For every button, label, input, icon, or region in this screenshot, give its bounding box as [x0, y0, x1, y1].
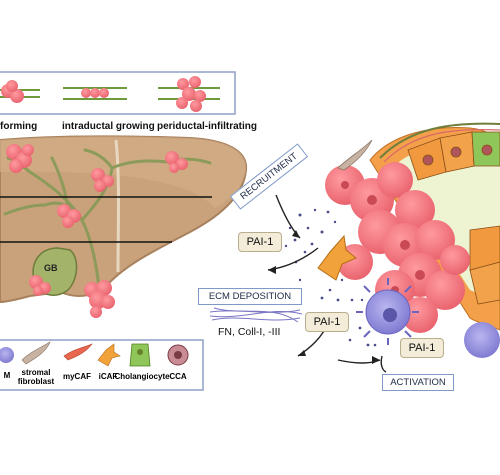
icaf-cell [317, 234, 357, 281]
tumor-clusters [6, 144, 188, 318]
legend-panel [0, 339, 204, 391]
growth-label-intraductal: intraductal growing [62, 121, 155, 132]
pai1-box-right: PAI-1 [400, 338, 444, 358]
liver-illustration: GB [0, 135, 248, 318]
tumor-cell-mass [325, 162, 470, 333]
growth-pattern-panel [0, 71, 236, 115]
ecm-components-label: FN, Coll-I, -III [218, 326, 281, 338]
macrophage-legend-icon [0, 347, 14, 363]
intraductal-duct-icon [63, 87, 127, 100]
growth-label-periductal: periductal-infiltrating [157, 121, 257, 132]
legend-label-macrophage: M [3, 371, 11, 380]
stromal-fibroblast-cell [337, 139, 373, 171]
ecm-fibers [209, 307, 303, 323]
mass-forming-duct-icon [0, 80, 40, 103]
mycaf-legend-icon [63, 343, 93, 361]
legend-label-stromal-fibroblast: stromal fibroblast [17, 368, 55, 386]
periductal-duct-icon [158, 76, 220, 112]
activation-label: ACTIVATION [382, 374, 454, 391]
growth-label-mass-forming: forming [0, 121, 38, 132]
pai1-box-top: PAI-1 [238, 232, 282, 252]
legend-label-icaf: iCAF [98, 372, 118, 381]
gb-label: GB [44, 263, 58, 273]
cholangiocyte-cells [407, 131, 500, 305]
legend-label-cca: CCA [169, 372, 187, 381]
stromal-fibroblast-legend-icon [21, 341, 51, 365]
icaf-legend-icon [97, 343, 121, 367]
legend-label-mycaf: myCAF [62, 372, 91, 381]
legend-label-cholangiocyte: Cholangiocyte [114, 372, 170, 381]
macrophage-cell [356, 278, 419, 345]
ecm-deposition-label: ECM DEPOSITION [198, 288, 302, 305]
tumor-microenvironment [209, 122, 500, 373]
macrophage-cell-2 [464, 322, 500, 358]
pai1-box-middle: PAI-1 [305, 312, 349, 332]
